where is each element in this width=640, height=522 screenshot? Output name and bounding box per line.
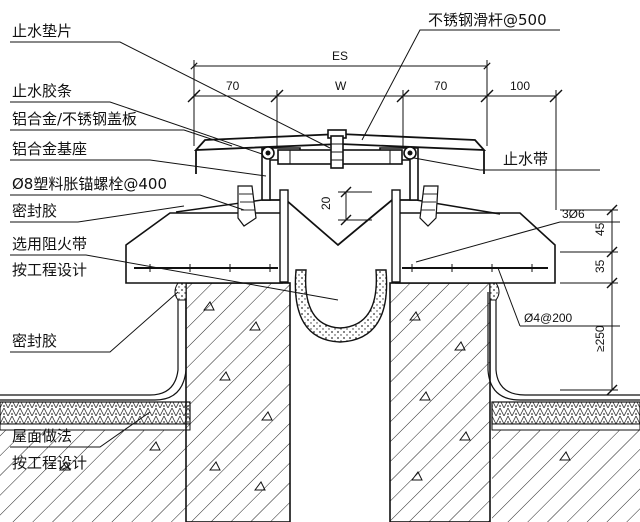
cap-slabs [125,212,556,284]
dimension-lines [187,60,618,396]
dimension-text: ES W 70 70 100 20 45 35 ≥250 [226,49,607,352]
label-waterstop-belt: 止水带 [503,150,548,168]
dim-35: 35 [593,259,607,273]
label-sealant-top: 密封胶 [12,202,57,220]
label-rebar-3d6: 3Ø6 [562,207,585,221]
dim-100: 100 [510,79,530,93]
label-waterstop-rubber-strip: 止水胶条 [12,82,72,100]
label-waterstop-gasket: 止水垫片 [12,22,72,40]
sealant-beads [174,282,500,301]
label-cover-plate: 铝合金/不锈钢盖板 [12,110,137,128]
slide-bar [277,129,403,169]
label-firestop-line2: 按工程设计 [12,261,87,279]
label-roof-line1: 屋面做法 [12,427,72,445]
label-base-seat: 铝合金基座 [12,140,87,158]
dim-w: W [335,79,347,93]
firestop-belt [294,269,388,343]
dim-70-left: 70 [226,79,240,93]
label-anchor-bolt: Ø8塑料胀锚螺栓@400 [12,175,167,193]
label-rebar-4d200: Ø4@200 [524,311,573,325]
dim-70-right: 70 [434,79,448,93]
dim-45: 45 [593,222,607,236]
roof-layers [0,292,640,522]
label-firestop-line1: 选用阻火带 [12,235,87,253]
leader-lines [10,29,620,448]
label-roof-line2: 按工程设计 [12,454,87,472]
dim-es: ES [332,49,348,63]
label-sealant-bottom: 密封胶 [12,332,57,350]
concrete-walls [59,282,571,522]
labels: 止水垫片 不锈钢滑杆@500 止水胶条 铝合金/不锈钢盖板 止水带 铝合金基座 … [12,11,585,472]
dim-250: ≥250 [593,325,607,352]
label-stainless-slide-bar: 不锈钢滑杆@500 [428,11,547,29]
dim-20: 20 [319,196,333,210]
